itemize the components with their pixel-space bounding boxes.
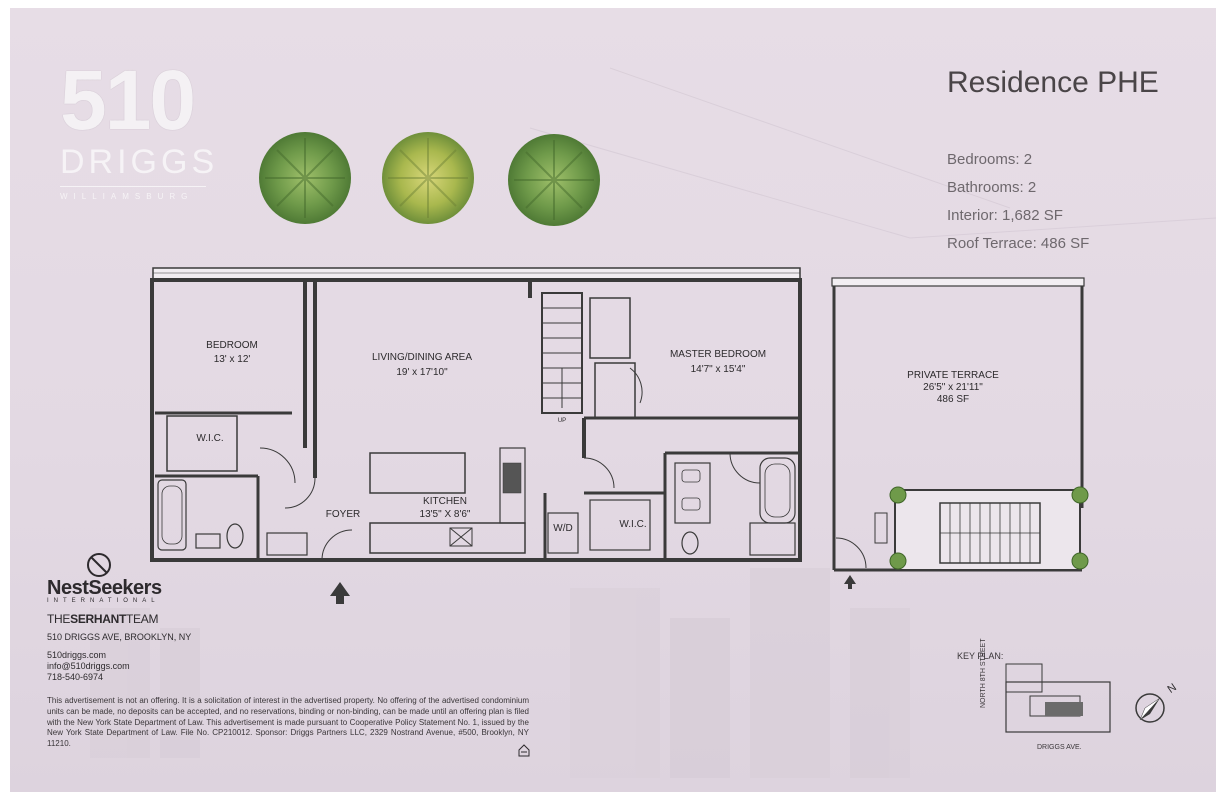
- equal-housing-icon: [518, 744, 530, 757]
- compass-north-label: N: [1165, 681, 1178, 695]
- background-skyline: [90, 67, 1216, 778]
- key-plan-label: KEY PLAN:: [957, 651, 1004, 661]
- compass-icon: [1135, 693, 1165, 723]
- room-wic-1: W.I.C.: [196, 433, 223, 444]
- residence-specs: Bedrooms: 2 Bathrooms: 2 Interior: 1,682…: [947, 146, 1089, 258]
- room-master-name: MASTER BEDROOM: [670, 349, 766, 360]
- tree-icon: [508, 134, 600, 226]
- broker-contact: 510driggs.com info@510driggs.com 718-540…: [47, 650, 347, 683]
- room-wd: W/D: [553, 523, 572, 534]
- tree-icon: [259, 132, 351, 224]
- team-prefix: THE: [47, 612, 71, 626]
- floor-plan-sheet: 510 DRIGGS WILLIAMSBURG Residence PHE Be…: [10, 8, 1216, 792]
- room-kitchen-name: KITCHEN: [423, 496, 467, 507]
- spec-terrace: Roof Terrace: 486 SF: [947, 235, 1090, 252]
- legal-disclaimer: This advertisement is not an offering. I…: [47, 696, 529, 749]
- logo-number: 510: [60, 58, 210, 142]
- broker-name: NestSeekers: [47, 577, 162, 599]
- room-wic-2: W.I.C.: [619, 519, 646, 530]
- room-bedroom-name: BEDROOM: [206, 340, 258, 351]
- team-suffix: TEAM: [126, 612, 159, 626]
- room-kitchen-size: 13'5" X 8'6": [420, 509, 471, 520]
- logo-neighborhood: WILLIAMSBURG: [60, 192, 194, 201]
- team-bold: SERHANT: [70, 612, 127, 626]
- street-driggs-label: DRIGGS AVE.: [1037, 744, 1082, 751]
- broker-email[interactable]: info@510driggs.com: [47, 661, 130, 671]
- broker-website[interactable]: 510driggs.com: [47, 650, 107, 660]
- floor-plan-drawing: BEDROOM 13' x 12' W.I.C. LIVING/DINING A…: [87, 132, 1179, 757]
- logo-name: DRIGGS: [60, 143, 219, 181]
- room-master-size: 14'7" x 15'4": [691, 364, 746, 375]
- logo-divider: [60, 186, 206, 187]
- planter-icon: [889, 486, 1089, 570]
- street-north-label: NORTH 8TH STREET: [980, 638, 987, 709]
- broker-phone[interactable]: 718-540-6974: [47, 672, 104, 682]
- broker-sub: INTERNATIONAL: [47, 598, 160, 604]
- tree-icon: [382, 132, 474, 224]
- room-bedroom-size: 13' x 12': [214, 354, 251, 365]
- key-plan-diagram: [1005, 663, 1111, 733]
- spec-bedrooms: Bedrooms: 2: [947, 151, 1033, 168]
- spec-interior: Interior: 1,682 SF: [947, 207, 1063, 224]
- residence-title: Residence PHE: [947, 66, 1159, 99]
- stair-up-label: UP: [558, 418, 566, 424]
- room-terrace-size: 26'5" x 21'11": [923, 382, 983, 393]
- room-terrace-name: PRIVATE TERRACE: [907, 370, 999, 381]
- room-terrace-area: 486 SF: [937, 394, 969, 405]
- terrace-entrance-arrow-icon: [844, 575, 856, 589]
- room-living-size: 19' x 17'10": [396, 367, 448, 378]
- room-living-name: LIVING/DINING AREA: [372, 352, 472, 363]
- spec-bathrooms: Bathrooms: 2: [947, 179, 1037, 196]
- team-name: THESERHANTTEAM: [47, 612, 347, 626]
- entrance-arrow-icon: [330, 582, 350, 604]
- building-logo: 510 DRIGGS WILLIAMSBURG: [60, 58, 219, 201]
- terrace-walls: [831, 277, 1085, 572]
- broker-branding: NestSeekers INTERNATIONAL THESERHANTTEAM…: [47, 548, 347, 683]
- room-foyer: FOYER: [326, 509, 360, 520]
- apartment-walls: [150, 267, 802, 562]
- broker-address: 510 DRIGGS AVE, BROOKLYN, NY: [47, 632, 192, 642]
- nestseekers-logo-icon: [87, 553, 111, 577]
